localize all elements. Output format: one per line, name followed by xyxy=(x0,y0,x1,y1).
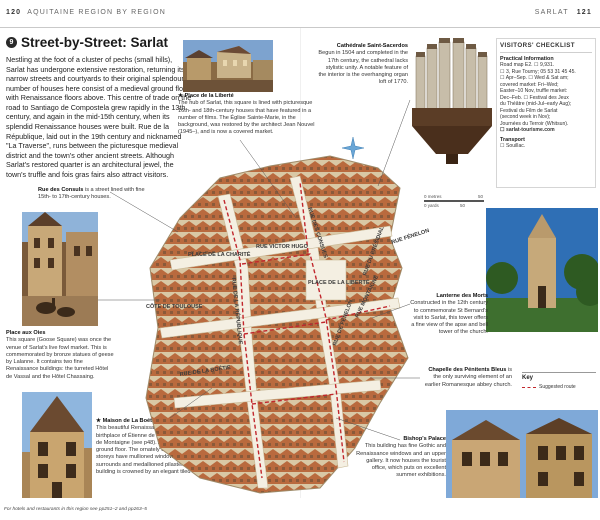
page-header: 120 AQUITAINE REGION BY REGION SARLAT 121 xyxy=(0,0,600,28)
caption-liberte-title: ★ Place de la Liberté xyxy=(178,93,234,99)
photo-cathedral-organ xyxy=(410,38,494,164)
caption-oies-title: Place aux Oies xyxy=(6,330,46,336)
key-route-row: Suggested route xyxy=(522,384,596,390)
scale-yards-end: 50 xyxy=(460,203,466,208)
caption-lanterne-title: Lanterne des Morts xyxy=(436,293,488,299)
checklist-road-map: Road map E2. ☐ 9,931. xyxy=(500,62,555,68)
caption-cathedrale: Cathédrale Saint-Sacerdos Begun in 1504 … xyxy=(318,43,408,87)
caption-boetie-text: This beautiful Renaissance house was the… xyxy=(96,425,215,475)
checklist-practical-title: Practical Information xyxy=(500,56,554,62)
visitors-checklist: VISITORS' CHECKLIST Practical Informatio… xyxy=(496,38,596,188)
caption-rue-des-consuls: Rue des Consuls is a street lined with f… xyxy=(38,187,148,202)
scale-metres-end: 50 xyxy=(478,194,484,199)
caption-boetie-title: ★ Maison de La Boétie xyxy=(96,418,157,424)
checklist-line: Festival du Film de Sarlat xyxy=(500,107,558,114)
old-town-block xyxy=(145,155,409,494)
map-label-place-de-la-liberte: PLACE DE LA LIBERTÉ xyxy=(308,278,370,286)
photo-bishops-palace xyxy=(446,410,598,498)
photo-lanterne-des-morts xyxy=(486,208,598,332)
caption-cathedrale-title: Cathédrale Saint-Sacerdos xyxy=(336,43,408,49)
caption-maison-de-la-boetie: ★ Maison de La Boétie This beautiful Ren… xyxy=(96,418,216,476)
route-dash-icon xyxy=(522,386,536,388)
map-label-rue-fenelon: RUE FÉNELON xyxy=(390,226,430,246)
left-header-title: AQUITAINE REGION BY REGION xyxy=(27,9,166,16)
caption-lanterne-text: Constructed in the 12th century to comme… xyxy=(410,300,488,336)
checklist-line: Easter–10 Nov, truffle market: xyxy=(500,88,568,95)
checklist-line: du Théâtre (mid-Jul–early Aug); xyxy=(500,101,572,108)
checklist-line: ☐ 3, Rue Tourny; 05 53 31 45 45. xyxy=(500,68,576,75)
caption-liberte-text: The hub of Sarlat, this square is lined … xyxy=(178,100,315,136)
page-title-text: Street-by-Street: Sarlat xyxy=(21,35,169,50)
map-label-rue-victor-hugo: RUE VICTOR HUGO xyxy=(256,244,309,250)
right-header: SARLAT 121 xyxy=(535,9,592,16)
caption-oies-text: This square (Goose Square) was once the … xyxy=(6,337,114,380)
checklist-line: Dec–Feb. ☐ Festival des Jeux xyxy=(500,94,569,101)
section-number-badge: 9 xyxy=(6,37,17,48)
left-page-number: 120 xyxy=(6,9,22,16)
caption-cathedrale-text: Begun in 1504 and completed in the 17th … xyxy=(318,50,408,86)
checklist-line: covered market: Fri–Wed; xyxy=(500,81,559,88)
caption-penitents-text: is the only surviving element of an earl… xyxy=(424,367,512,388)
photo-place-aux-oies xyxy=(22,212,98,326)
checklist-line: ☐ Apr–Sep. ☐ Wed & Sat am; xyxy=(500,75,569,82)
page-title: 9 Street-by-Street: Sarlat xyxy=(6,35,168,50)
map-label-cote-de-toulouse: CÔTE DE TOULOUSE xyxy=(146,302,203,310)
photo-maison-de-la-boetie xyxy=(22,392,92,498)
caption-penitents-title: Chapelle des Pénitents Bleus xyxy=(428,367,507,373)
intro-paragraph: Nestling at the foot of a cluster of pec… xyxy=(6,55,192,179)
right-header-title: SARLAT xyxy=(534,9,569,16)
caption-lanterne-des-morts: Lanterne des Morts Constructed in the 12… xyxy=(410,293,488,337)
scale-yards-start: 0 yards xyxy=(424,203,439,208)
caption-consuls-text: is a street lined with fine 15th- to 17t… xyxy=(38,187,145,201)
caption-chapelle-des-penitents-bleus: Chapelle des Pénitents Bleus is the only… xyxy=(420,367,512,389)
page-footer-note: For hotels and restaurants in this regio… xyxy=(4,507,147,512)
scale-metres-start: 0 metres xyxy=(424,194,442,199)
street-cross-upper xyxy=(169,225,393,271)
key-heading: Key xyxy=(522,375,534,381)
checklist-line: (second week in Nov); xyxy=(500,114,551,121)
map-key: Key Suggested route xyxy=(522,372,596,390)
sarlat-street-map: RUE DES CONSULS PLACE DE LA LIBERTÉ RUE … xyxy=(140,148,500,498)
checklist-line: Journées du Terroir (Whitsun). xyxy=(500,120,569,127)
checklist-transport-title: Transport xyxy=(500,136,525,143)
checklist-website: ☐ sarlat-tourisme.com xyxy=(500,127,555,134)
checklist-heading: VISITORS' CHECKLIST xyxy=(500,42,592,53)
key-route-label: Suggested route xyxy=(539,384,576,390)
caption-place-aux-oies: Place aux Oies This square (Goose Square… xyxy=(6,330,116,381)
caption-consuls-title: Rue des Consuls xyxy=(38,187,84,193)
street-rue-de-la-republique xyxy=(217,193,269,489)
suggested-route xyxy=(223,181,391,479)
checklist-transport: ☐ Souillac. xyxy=(500,142,526,149)
right-page-number: 121 xyxy=(576,9,592,16)
caption-bishops-palace: Bishop's Palace This building has fine G… xyxy=(356,436,446,480)
caption-place-de-la-liberte: ★ Place de la Liberté The hub of Sarlat,… xyxy=(178,93,320,137)
map-label-place-de-la-charite: PLACE DE LA CHARITÉ xyxy=(188,250,251,258)
photo-place-de-la-liberte xyxy=(183,40,273,92)
caption-bishop-title: Bishop's Palace xyxy=(403,436,446,442)
left-header: 120 AQUITAINE REGION BY REGION xyxy=(6,9,166,16)
caption-bishop-text: This building has fine Gothic and Renais… xyxy=(356,443,446,479)
